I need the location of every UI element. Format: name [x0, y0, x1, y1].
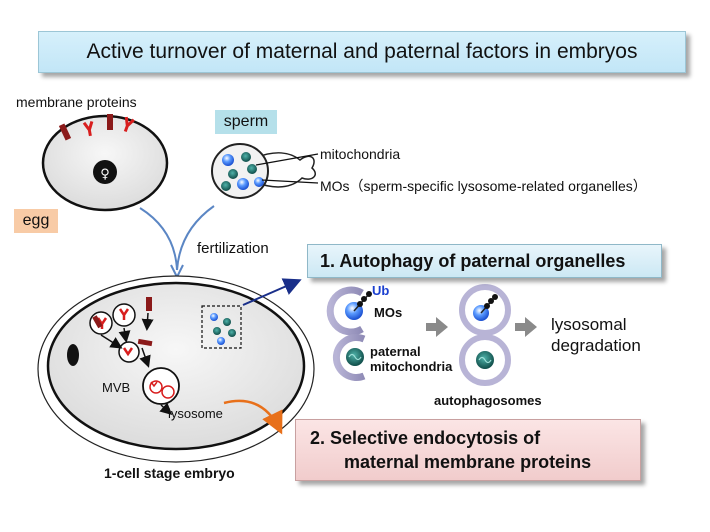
sperm-mo-3 — [254, 177, 264, 187]
sperm-mito-2 — [247, 164, 257, 174]
sperm-mito-1 — [241, 152, 251, 162]
egg-tag: egg — [14, 209, 58, 233]
paternal-label-2: mitochondria — [370, 359, 453, 374]
sperm-mo-1 — [222, 154, 234, 166]
sperm-cell — [211, 143, 319, 199]
autophagy-heading: 1. Autophagy of paternal organelles — [320, 251, 626, 271]
degradation-label-2: degradation — [551, 336, 641, 355]
progress-arrow-1 — [426, 317, 448, 337]
embryo-nucleus — [67, 344, 79, 366]
autophagy-arrow — [242, 278, 302, 306]
ub-label: Ub — [372, 283, 390, 298]
autophagy-illustration — [326, 284, 537, 386]
fertilization-label: fertilization — [197, 240, 269, 257]
sperm-tag: sperm — [215, 110, 277, 134]
degradation-label-1: lysosomal — [551, 315, 627, 334]
mos-description-label: MOs（sperm-specific lysosome-related orga… — [320, 178, 647, 194]
paternal-label-1: paternal — [370, 344, 421, 359]
title-banner: Active turnover of maternal and paternal… — [38, 31, 686, 73]
mos-label: MOs — [374, 305, 403, 320]
endocytosis-heading-box: 2. Selective endocytosis of maternal mem… — [295, 419, 641, 481]
endocytic-vesicles — [89, 297, 154, 368]
embryo-caption: 1-cell stage embryo — [104, 465, 235, 481]
phagophore-mos — [326, 286, 364, 336]
egg-nucleus — [93, 160, 117, 184]
lysosome-label: lysosome — [168, 406, 223, 421]
autophagosomes-label: autophagosomes — [434, 393, 542, 408]
mvb — [142, 367, 180, 415]
endocytosis-heading-2: maternal membrane proteins — [344, 452, 592, 472]
female-symbol: ♀ — [100, 167, 110, 182]
membrane-proteins-label: membrane proteins — [16, 94, 137, 110]
mvb-label: MVB — [102, 380, 131, 395]
sperm-mo-2 — [237, 178, 249, 190]
endocytosis-arrow — [223, 399, 283, 435]
membrane-protein-marks — [58, 114, 135, 141]
page-title: Active turnover of maternal and paternal… — [86, 40, 638, 63]
progress-arrow-2 — [515, 317, 537, 337]
embryo-cell — [37, 275, 315, 463]
autophagy-heading-box: 1. Autophagy of paternal organelles — [307, 244, 662, 278]
mitochondria-label: mitochondria — [320, 146, 401, 162]
egg-cell — [41, 114, 169, 212]
paternal-organelles-box — [201, 305, 242, 349]
sperm-mito-4 — [221, 181, 231, 191]
endocytosis-heading-1: 2. Selective endocytosis of — [310, 428, 541, 448]
sperm-mito-3 — [228, 169, 238, 179]
phagophore-mito — [332, 334, 366, 381]
